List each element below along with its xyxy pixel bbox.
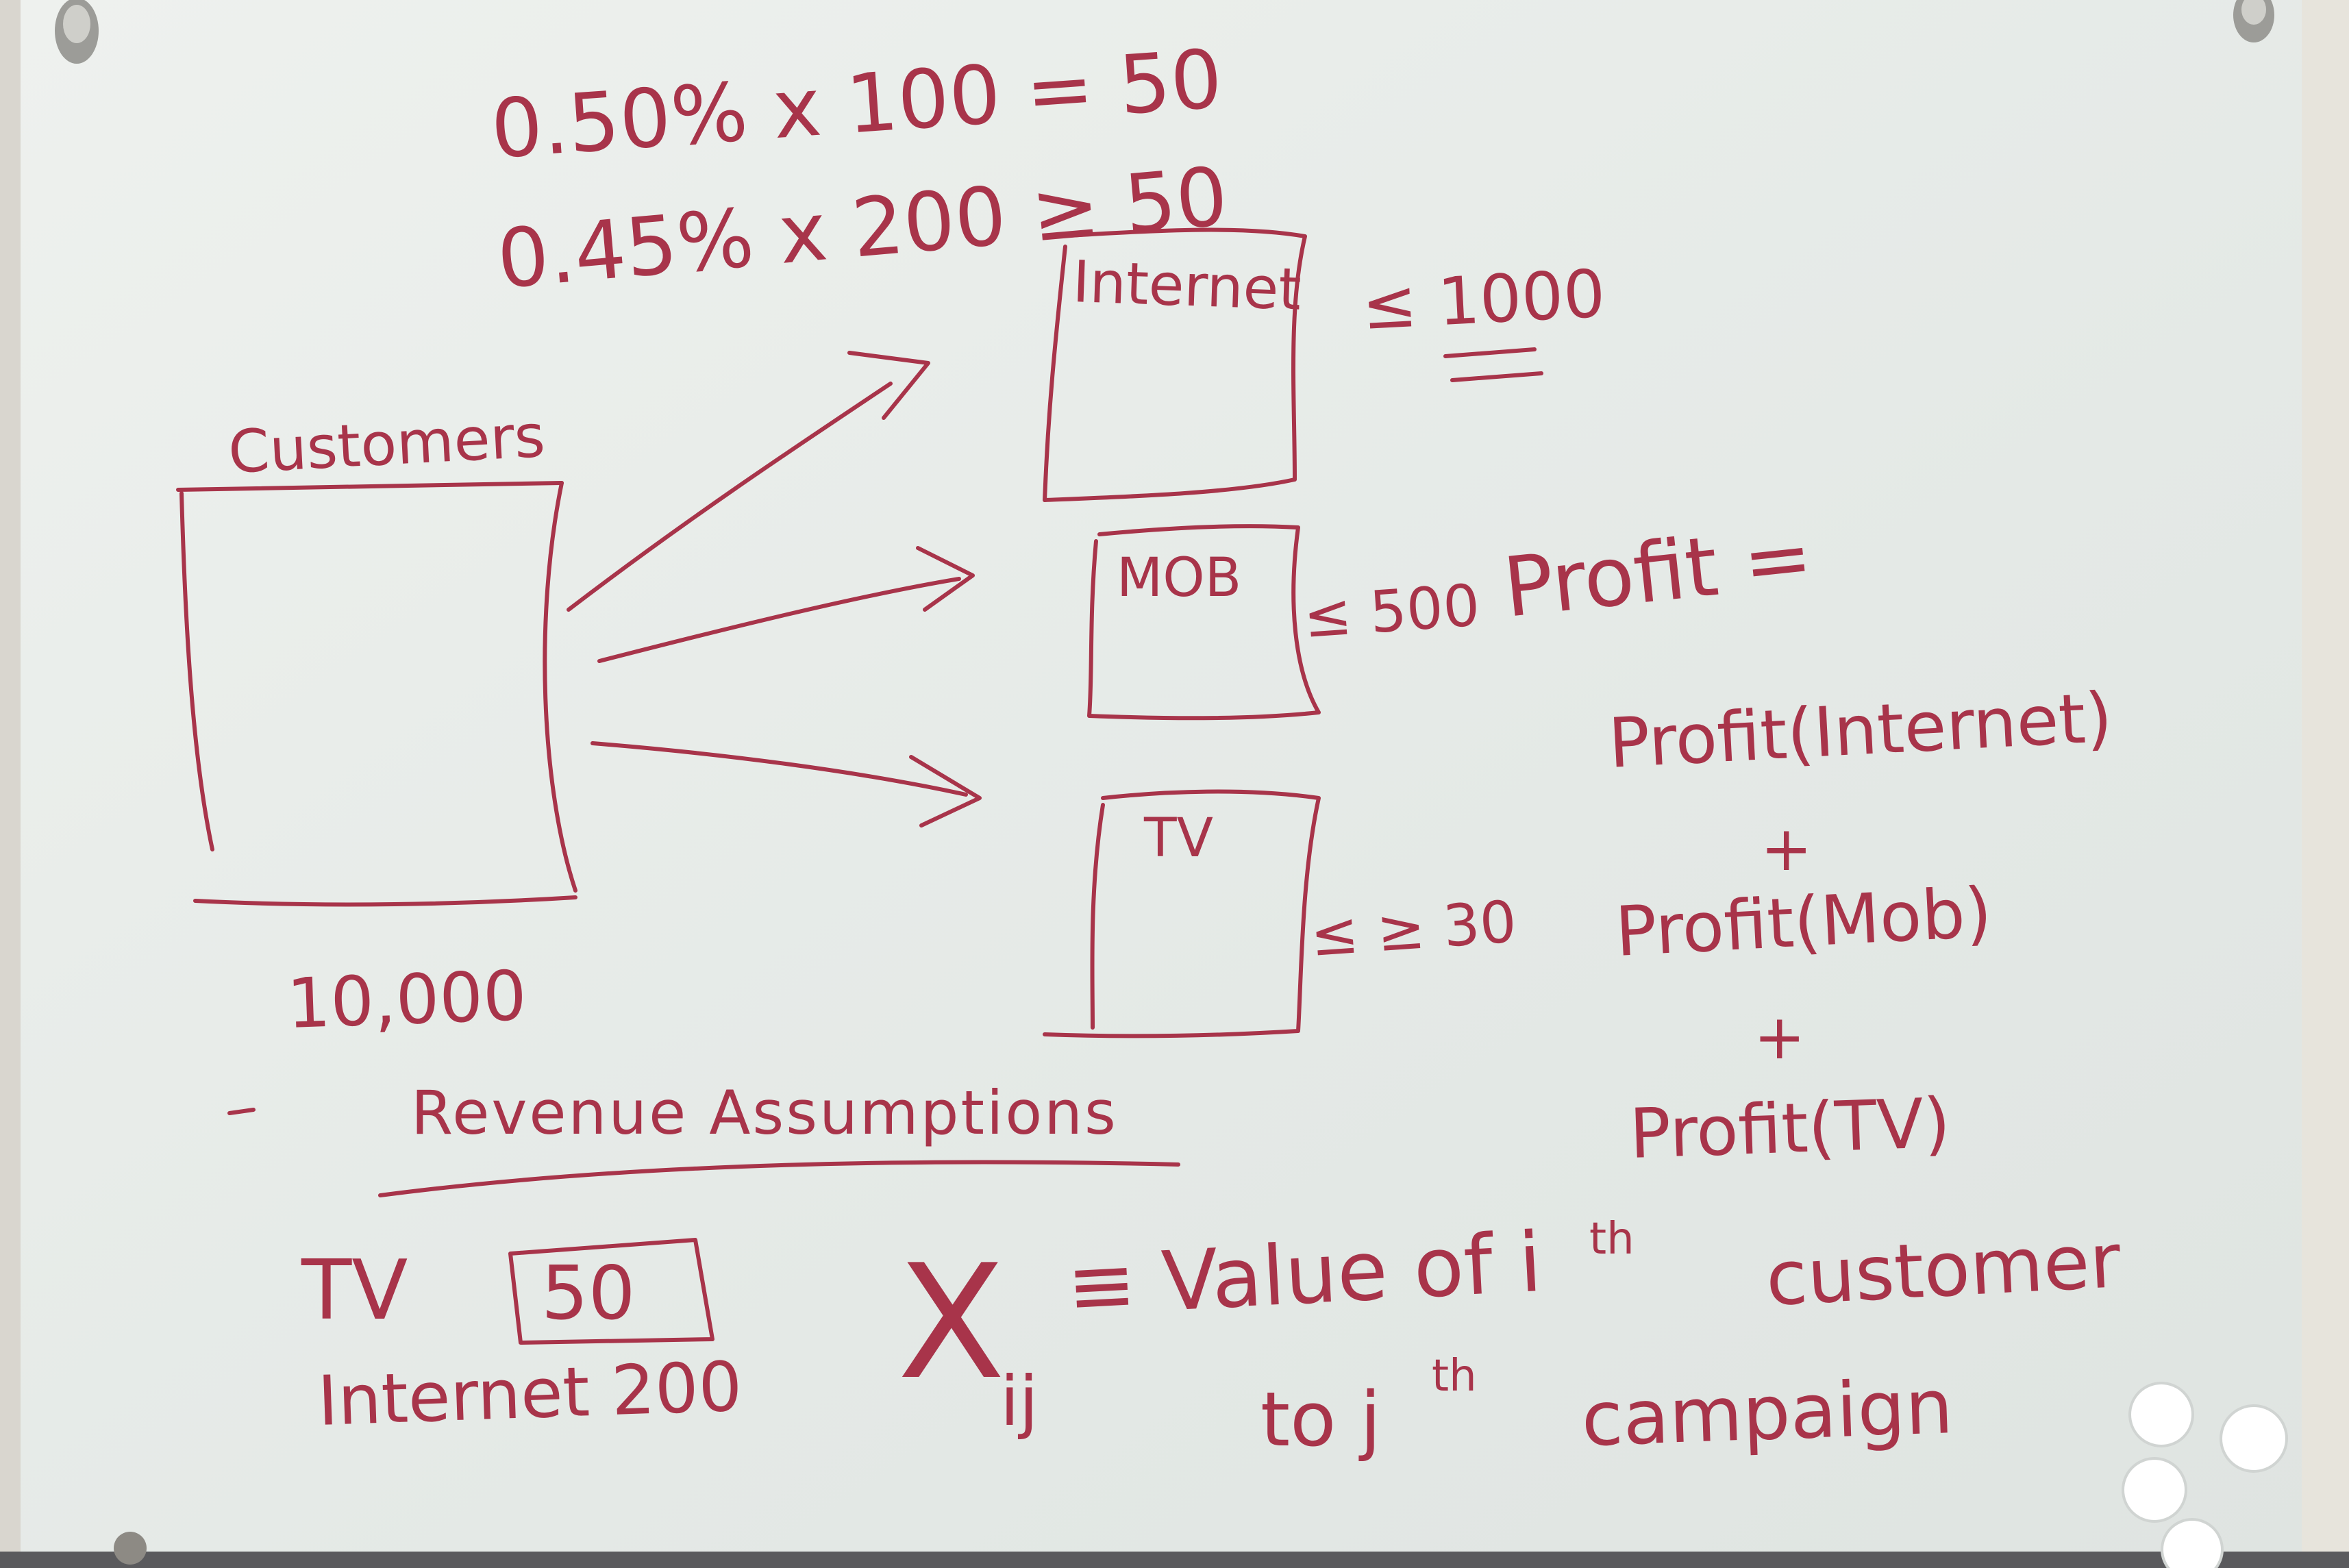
magnets xyxy=(2122,1382,2288,1568)
definition-sup1: th xyxy=(1589,1214,1635,1265)
definition-line2b: campaign xyxy=(1580,1362,1954,1463)
mob-box xyxy=(1087,524,1321,721)
tv-box xyxy=(1043,789,1321,1038)
customers-label: Customers xyxy=(227,402,547,487)
mob-constraint: ≤ 500 xyxy=(1302,571,1482,651)
mob-label: MOB xyxy=(1117,547,1241,609)
magnet-1 xyxy=(2128,1382,2194,1447)
wall-right xyxy=(2302,0,2349,1568)
customers-box xyxy=(179,481,577,907)
mount-bottom-left xyxy=(114,1532,147,1565)
customers-underline xyxy=(176,481,564,492)
mount-top-left xyxy=(55,0,99,64)
profit-plus-1: + xyxy=(1761,813,1812,885)
arrow-to-internet xyxy=(567,351,930,612)
internet-constraint: ≤ 1000 xyxy=(1360,256,1607,345)
revenue-tv-label: TV xyxy=(301,1243,408,1339)
revenue-internet: Internet 200 xyxy=(316,1346,743,1441)
definition-sup2: th xyxy=(1432,1351,1477,1402)
tv-label: TV xyxy=(1143,808,1213,869)
profit-term-mob: Profit(Mob) xyxy=(1613,872,1993,972)
mount-top-right xyxy=(2233,0,2274,42)
definition-sub: ij xyxy=(1000,1361,1039,1441)
internet-label: Internet xyxy=(1071,248,1302,323)
magnet-2 xyxy=(2220,1404,2288,1473)
board-ledge xyxy=(0,1552,2349,1568)
definition-var: X xyxy=(897,1232,1006,1415)
magnet-3 xyxy=(2122,1457,2187,1523)
revenue-tv-box xyxy=(508,1238,714,1345)
definition-line1b: customer xyxy=(1764,1217,2124,1323)
revenue-tv-value: 50 xyxy=(541,1251,635,1336)
arrow-to-tv xyxy=(591,741,982,827)
tv-constraint: ≤ ≥ 30 xyxy=(1308,888,1519,969)
profit-term-tv: Profit(TV) xyxy=(1628,1083,1952,1174)
revenue-heading: Revenue Assumptions xyxy=(411,1078,1118,1148)
internet-box xyxy=(1043,227,1307,502)
magnet-4 xyxy=(2161,1518,2224,1568)
arrow-to-mob xyxy=(597,546,975,663)
revenue-underline xyxy=(378,1160,1180,1197)
board-surface xyxy=(21,0,2302,1568)
customers-count: 10,000 xyxy=(286,956,528,1044)
profit-plus-2: + xyxy=(1754,1001,1805,1073)
bullet-dash xyxy=(227,1108,256,1115)
definition-line2a: to j xyxy=(1260,1376,1381,1463)
internet-constraint-strokes xyxy=(1443,347,1543,382)
